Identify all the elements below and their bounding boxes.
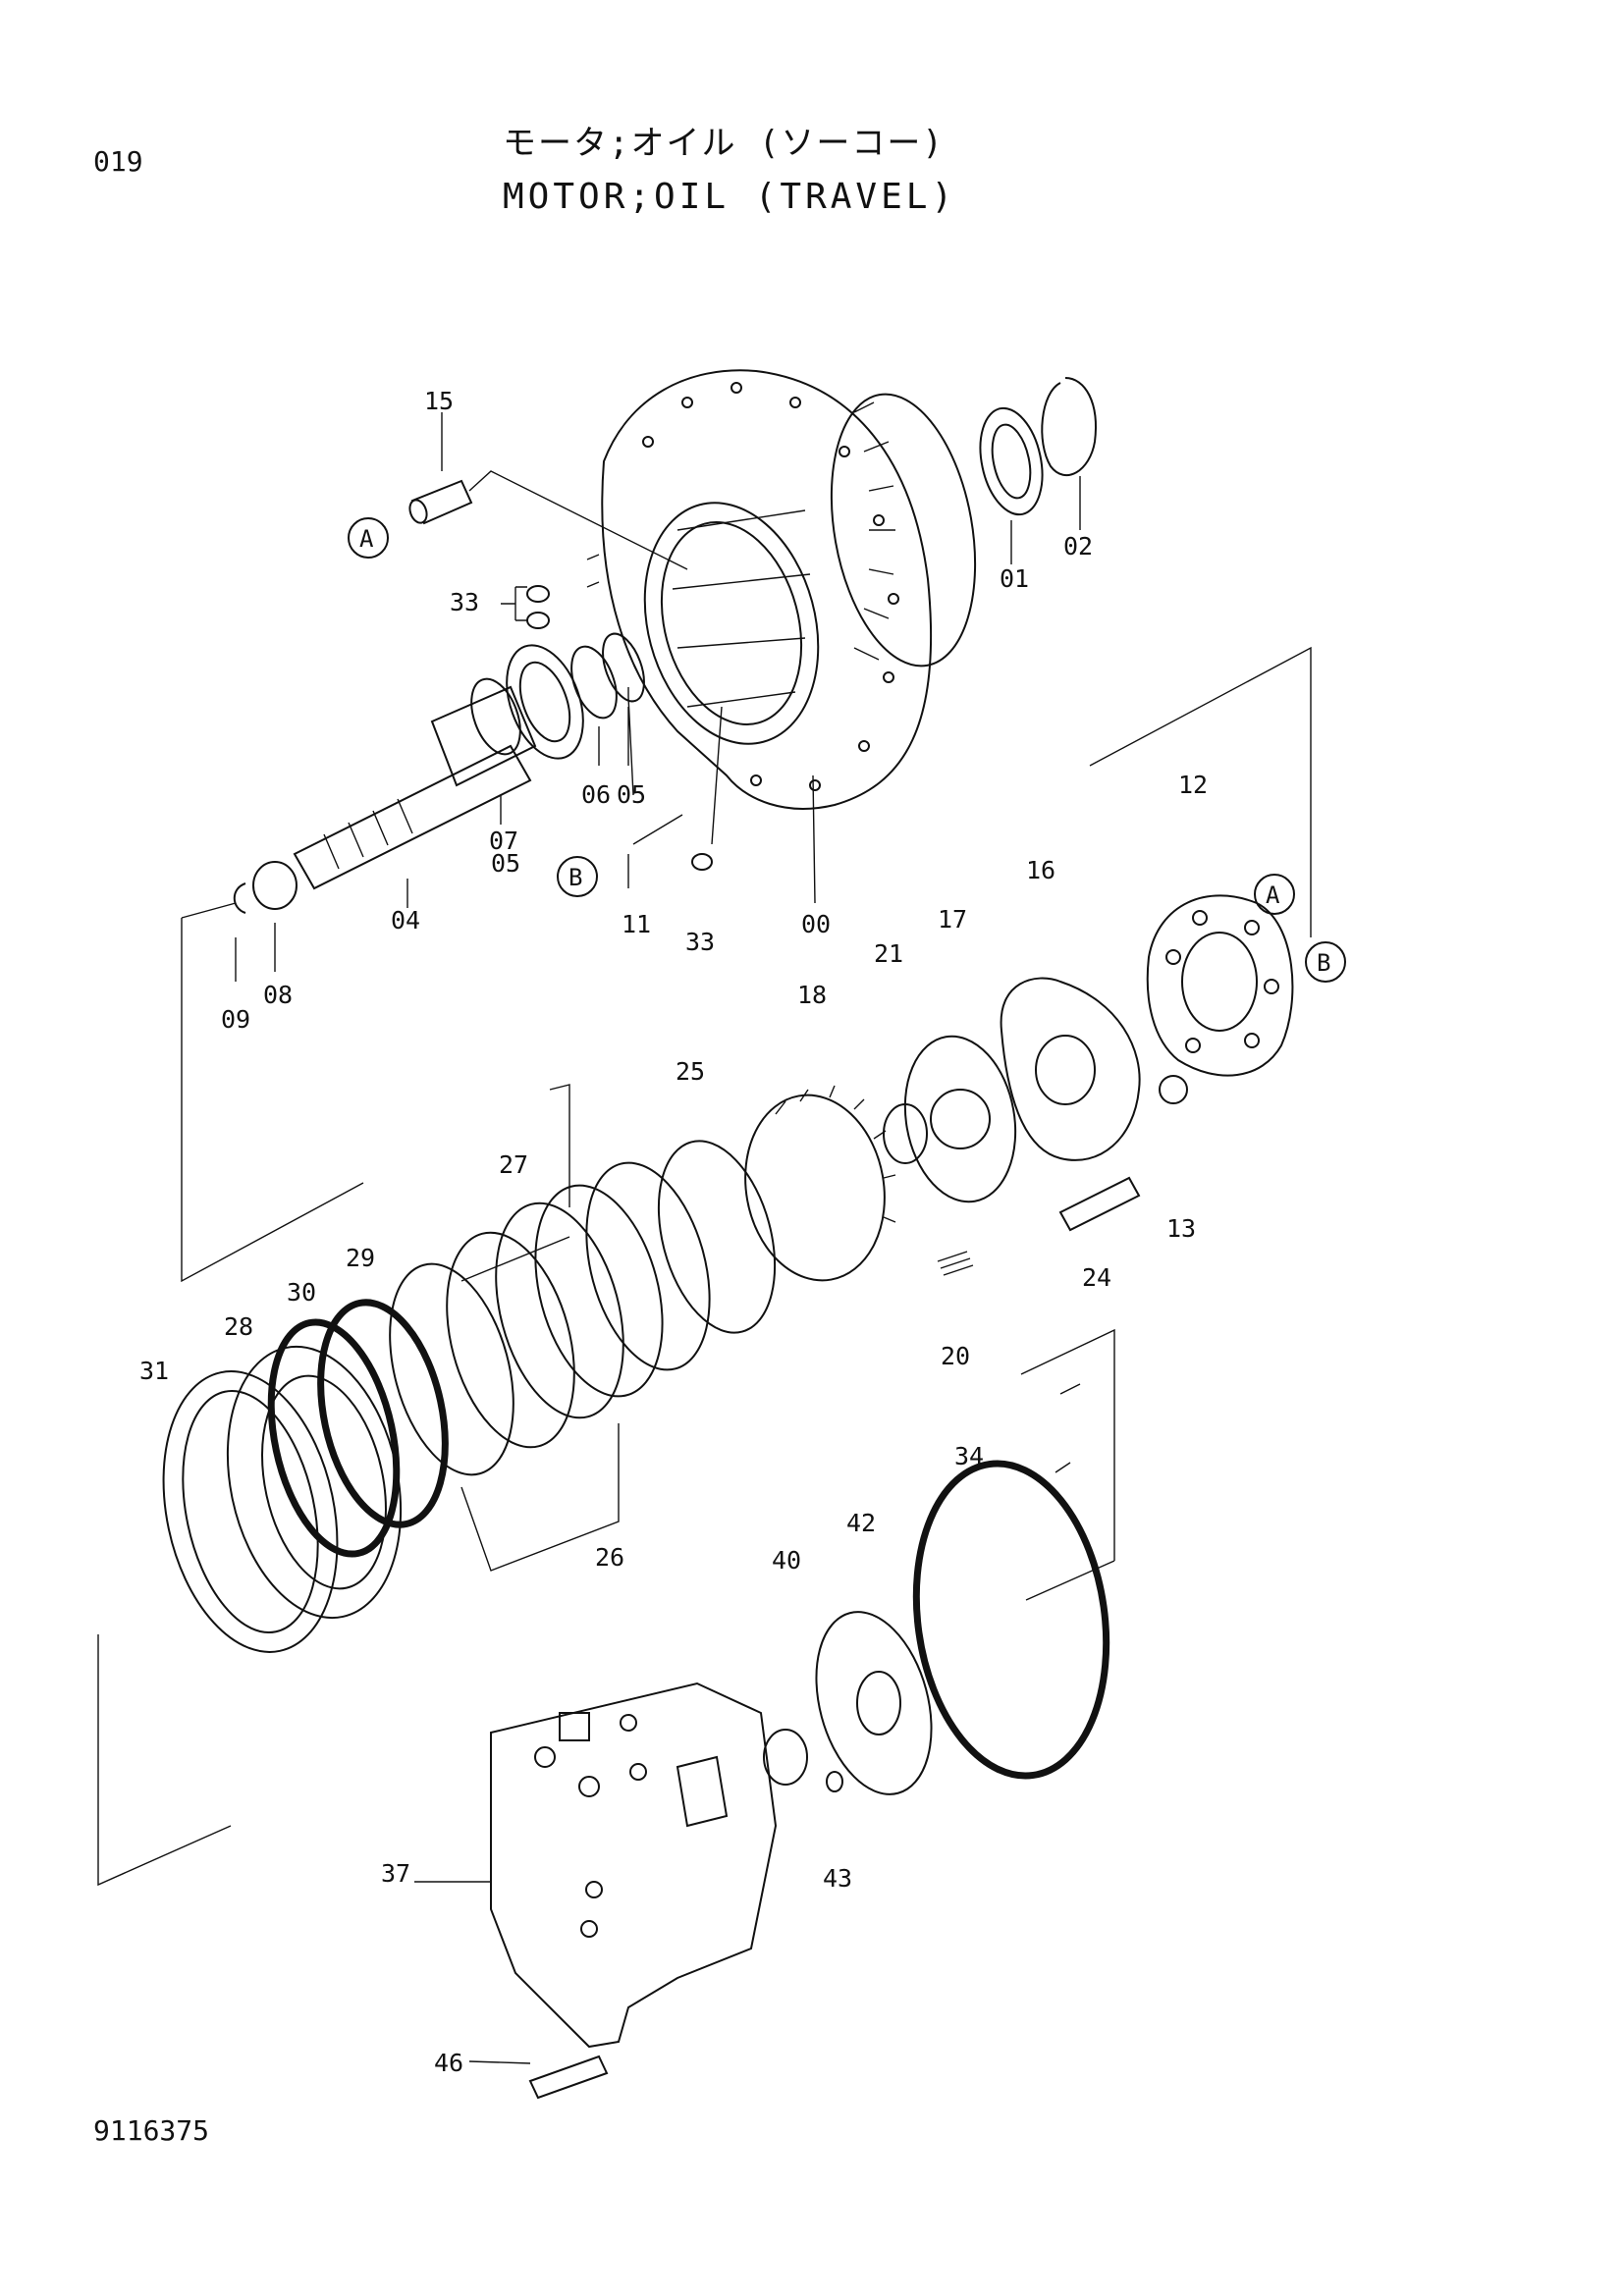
reference-b-right: B xyxy=(1305,941,1346,983)
o-ring-30-part[interactable] xyxy=(251,1310,415,1566)
ball-part[interactable] xyxy=(1159,1075,1188,1104)
svg-text:A: A xyxy=(359,525,374,553)
piston-part[interactable] xyxy=(204,1330,425,1633)
callout-33-lower: 33 xyxy=(685,928,715,956)
housing-part[interactable] xyxy=(601,369,995,810)
callout-29: 29 xyxy=(346,1244,375,1272)
friction-plate-part[interactable] xyxy=(425,1218,596,1461)
pin-24-part[interactable] xyxy=(1058,1176,1141,1232)
callout-30: 30 xyxy=(287,1278,316,1307)
needle-bearing-part[interactable] xyxy=(763,1729,808,1786)
callout-46: 46 xyxy=(434,2049,463,2077)
bolt-part[interactable] xyxy=(528,2055,609,2100)
callout-13: 13 xyxy=(1166,1214,1196,1243)
callout-05-right: 05 xyxy=(617,780,646,809)
callout-34: 34 xyxy=(954,1442,984,1470)
plate-part[interactable] xyxy=(1146,894,1294,1077)
valve-cover-part[interactable] xyxy=(490,1682,778,2049)
callout-08: 08 xyxy=(263,981,293,1009)
callout-17: 17 xyxy=(938,905,967,934)
callout-07: 07 xyxy=(489,827,518,855)
callout-15: 15 xyxy=(424,387,454,415)
bearing-part[interactable] xyxy=(493,635,598,770)
title-japanese: モータ;オイル (ソーコー) xyxy=(503,124,945,163)
callout-42: 42 xyxy=(846,1509,876,1537)
page-number: 019 xyxy=(93,145,143,178)
callout-37: 37 xyxy=(381,1859,410,1888)
callout-06: 06 xyxy=(581,780,611,809)
spring-part[interactable] xyxy=(937,1251,974,1276)
shaft-part[interactable] xyxy=(293,685,537,890)
cylinder-part[interactable] xyxy=(1000,977,1141,1161)
o-ring-34-part[interactable] xyxy=(897,1451,1126,1788)
spring-disc-part[interactable] xyxy=(639,1128,794,1346)
title-english: MOTOR;OIL (TRAVEL) xyxy=(503,177,957,217)
collar-part[interactable] xyxy=(252,861,298,910)
callout-24: 24 xyxy=(1082,1263,1111,1292)
callout-16: 16 xyxy=(1026,856,1055,884)
callout-02: 02 xyxy=(1063,532,1093,561)
svg-text:B: B xyxy=(1317,949,1330,977)
gear-part[interactable] xyxy=(731,1084,899,1291)
callout-28: 28 xyxy=(224,1312,253,1341)
callout-09: 09 xyxy=(221,1005,250,1034)
pin-part[interactable] xyxy=(406,479,473,525)
rear-plate-part[interactable] xyxy=(797,1599,949,1807)
o-ring-part[interactable] xyxy=(526,585,550,603)
svg-text:A: A xyxy=(1266,881,1280,909)
callout-00: 00 xyxy=(801,910,831,938)
callout-40: 40 xyxy=(772,1546,801,1575)
reference-b-left: B xyxy=(557,856,598,897)
svg-text:B: B xyxy=(568,864,582,891)
pin-43-part[interactable] xyxy=(826,1771,843,1792)
ring-part[interactable] xyxy=(883,1103,928,1164)
callout-31: 31 xyxy=(139,1357,169,1385)
callout-33-upper: 33 xyxy=(450,588,479,616)
callout-05-left: 05 xyxy=(491,849,520,878)
callout-21: 21 xyxy=(874,939,903,968)
snap-ring-part[interactable] xyxy=(1041,377,1097,477)
callout-01: 01 xyxy=(1000,564,1029,593)
callout-43: 43 xyxy=(823,1864,852,1893)
valve-plate-part[interactable] xyxy=(893,1028,1028,1211)
callout-25: 25 xyxy=(676,1057,705,1086)
callout-11: 11 xyxy=(622,910,651,938)
callout-04: 04 xyxy=(391,906,420,934)
callout-20: 20 xyxy=(941,1342,970,1370)
oil-seal-part[interactable] xyxy=(971,402,1052,520)
callout-27: 27 xyxy=(499,1150,528,1179)
seal-ring-part[interactable] xyxy=(139,1355,362,1668)
reference-a-left: A xyxy=(348,517,389,559)
callout-26: 26 xyxy=(595,1543,624,1572)
o-ring-29-part[interactable] xyxy=(301,1291,463,1536)
callout-12: 12 xyxy=(1178,771,1208,799)
document-number: 9116375 xyxy=(93,2114,210,2147)
callout-18: 18 xyxy=(797,981,827,1009)
reference-a-right: A xyxy=(1254,874,1295,915)
